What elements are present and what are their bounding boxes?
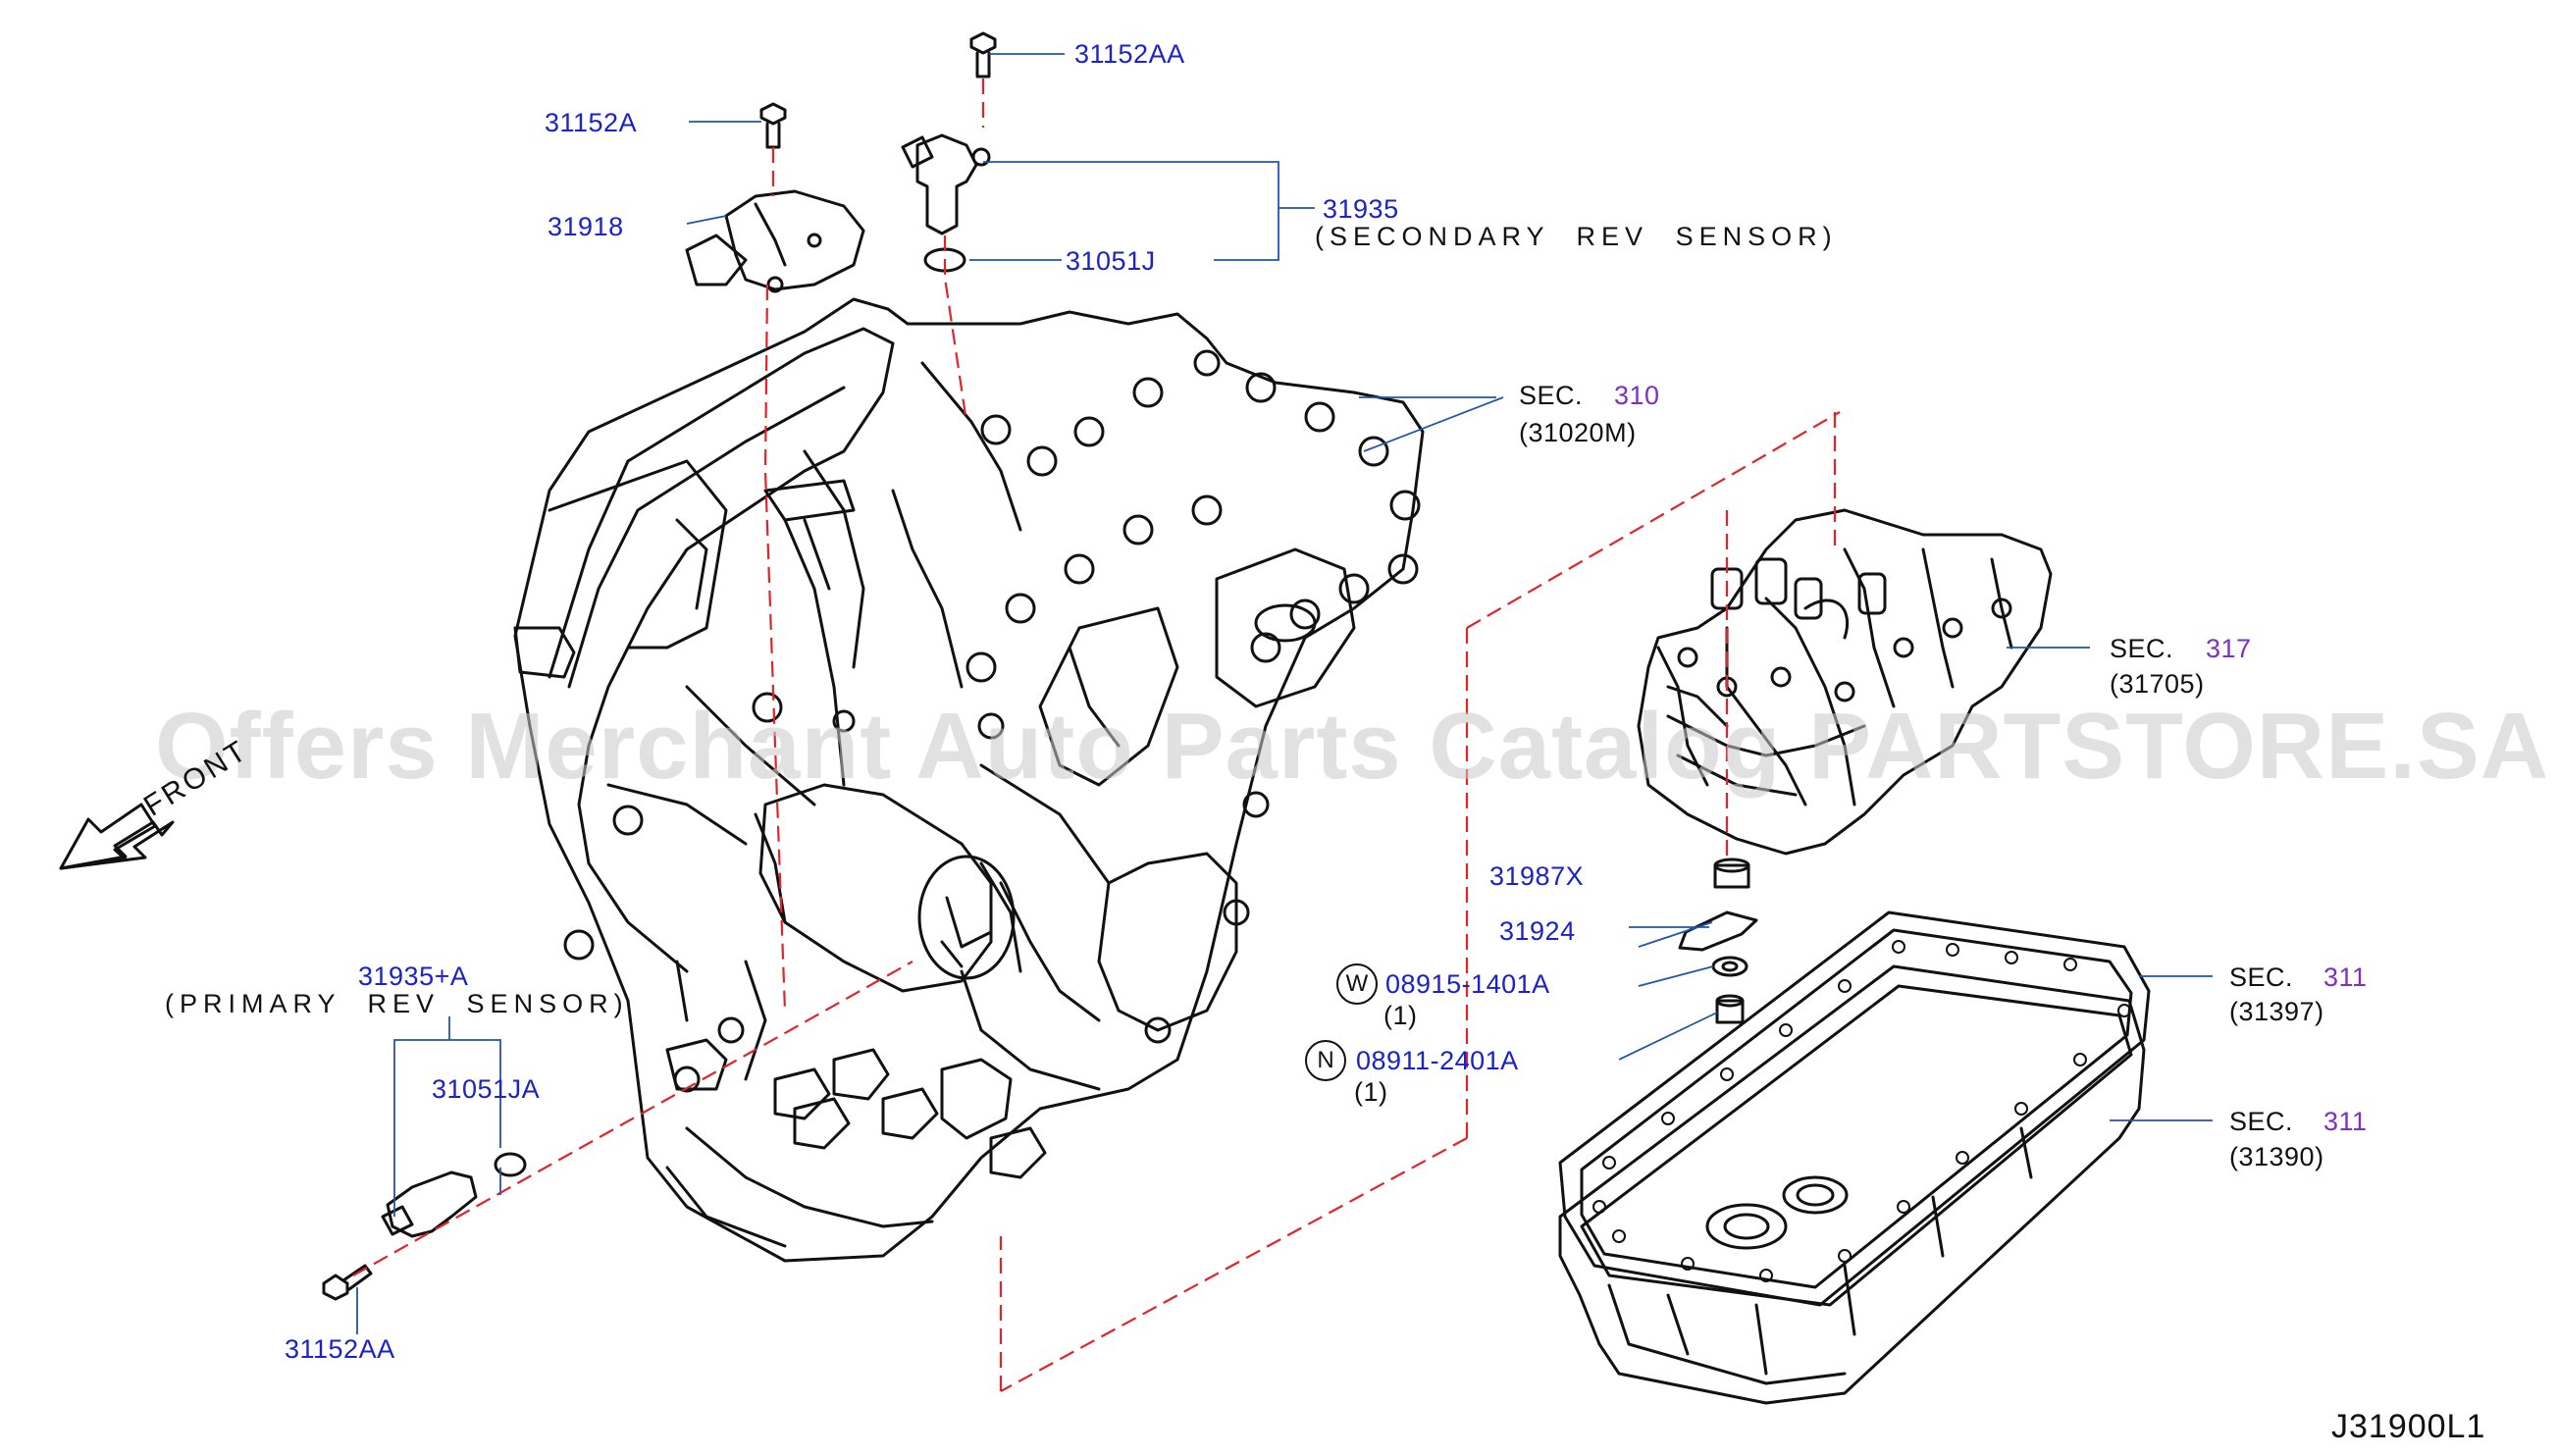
bolt-drawings — [322, 31, 997, 1301]
washer-symbol-W: W — [1336, 963, 1378, 1005]
part-31918[interactable]: 31918 — [548, 212, 624, 241]
sec-317-number[interactable]: 317 — [2206, 634, 2252, 663]
part-31152A[interactable]: 31152A — [545, 108, 638, 137]
part-31987X[interactable]: 31987X — [1489, 861, 1585, 891]
transmission-case-drawing — [513, 297, 1425, 1263]
part-31935[interactable]: 31935 — [1323, 194, 1399, 224]
sec-311-b-number[interactable]: 311 — [2323, 1107, 2368, 1136]
part-31935-A-description: (PRIMARY REV SENSOR) — [165, 989, 629, 1018]
sec-317-ref: (31705) — [2110, 669, 2205, 699]
part-31935-description: (SECONDARY REV SENSOR) — [1315, 222, 1838, 251]
sec-311-b-ref: (31390) — [2229, 1142, 2324, 1171]
oil-pan-drawing — [1558, 910, 2151, 1405]
part-08911-qty: (1) — [1354, 1077, 1388, 1107]
sec-311-a-ref: (31397) — [2229, 997, 2324, 1026]
valve-body-drawing — [1637, 508, 2053, 856]
sensor-31918-drawing — [685, 189, 865, 293]
diagram-id: J31900L1 — [2331, 1408, 2486, 1445]
part-31152AA-top[interactable]: 31152AA — [1074, 39, 1185, 69]
sec-310-prefix: SEC. — [1519, 381, 1584, 410]
sec-317-prefix: SEC. — [2110, 634, 2174, 663]
front-arrow-icon — [59, 803, 175, 870]
watermark-text: Offers Merchant Auto Parts Catalog PARTS… — [155, 694, 2550, 799]
part-31924[interactable]: 31924 — [1499, 916, 1576, 946]
part-08911-2401A[interactable]: 08911-2401A — [1356, 1046, 1519, 1075]
small-parts-drawing — [1678, 858, 1758, 1024]
sec-311-a-prefix: SEC. — [2229, 962, 2294, 992]
sec-311-b-prefix: SEC. — [2229, 1107, 2294, 1136]
primary-rev-sensor-drawing — [381, 1152, 527, 1238]
sec-310-ref: (31020M) — [1519, 418, 1637, 447]
sec-310-number[interactable]: 310 — [1614, 381, 1660, 410]
part-31051JA[interactable]: 31051JA — [432, 1074, 541, 1104]
sec-311-a-number[interactable]: 311 — [2323, 962, 2368, 992]
part-31051J[interactable]: 31051J — [1066, 246, 1156, 276]
part-08915-1401A[interactable]: 08915-1401A — [1385, 969, 1550, 999]
part-31152AA-bottom[interactable]: 31152AA — [285, 1334, 395, 1364]
part-31935-A[interactable]: 31935+A — [358, 962, 469, 991]
nut-symbol-N: N — [1305, 1040, 1346, 1081]
part-08915-qty: (1) — [1383, 1001, 1418, 1030]
